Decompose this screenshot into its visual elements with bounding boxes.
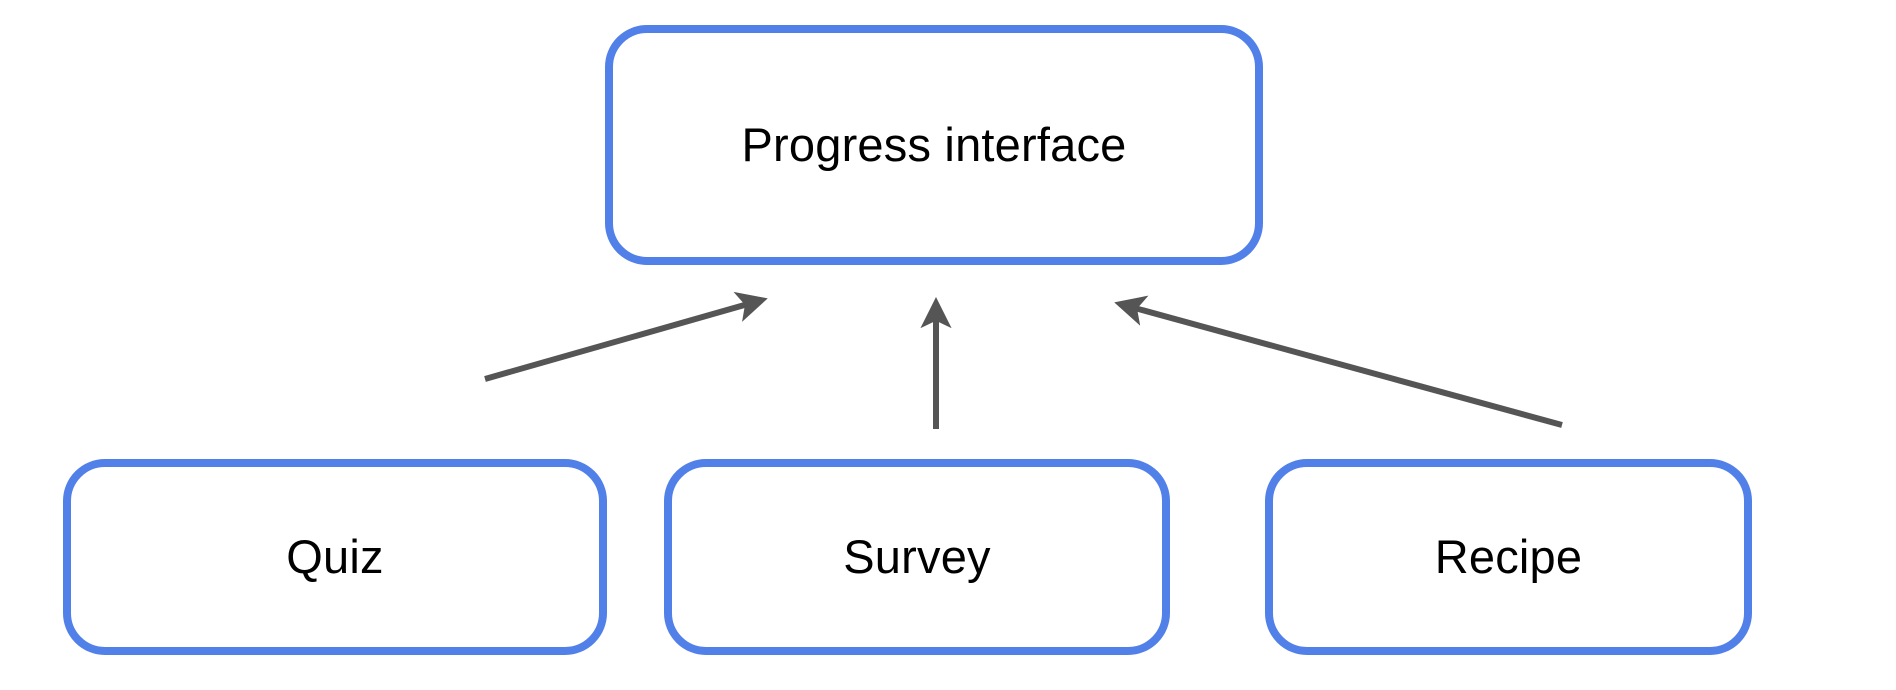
node-label-survey: Survey xyxy=(843,530,991,584)
node-quiz[interactable]: Quiz xyxy=(63,459,607,655)
node-label-quiz: Quiz xyxy=(286,530,384,584)
edge-recipe-to-root xyxy=(1114,295,1563,428)
node-label-recipe: Recipe xyxy=(1434,530,1583,584)
node-recipe[interactable]: Recipe xyxy=(1265,459,1752,655)
edge-quiz-to-root xyxy=(484,291,768,382)
node-label-progress-interface: Progress interface xyxy=(741,118,1127,172)
node-survey[interactable]: Survey xyxy=(664,459,1170,655)
node-progress-interface[interactable]: Progress interface xyxy=(605,25,1263,265)
